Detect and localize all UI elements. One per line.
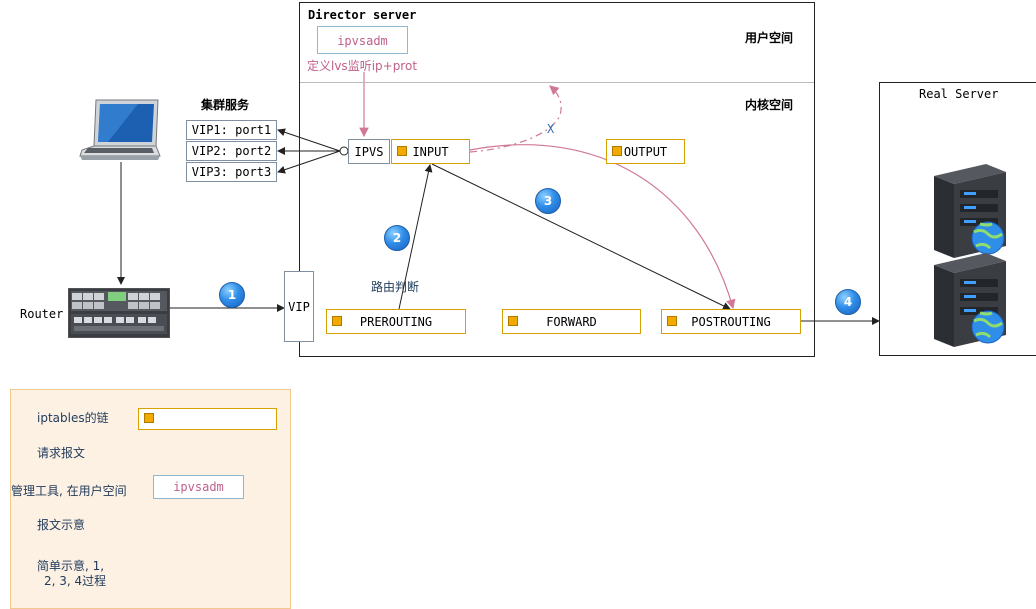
router-icon [68,288,170,338]
user-space-label: 用户空间 [745,31,794,45]
chain-marker-icon [332,316,342,326]
chain-marker-icon [612,146,622,156]
step-badge-4: 4 [835,289,861,315]
vip-box: VIP [284,271,314,342]
real-server-label: Real Server [919,87,999,101]
input-postrouting-arrow [431,163,731,310]
legend-simple-line1: 简单示意, 1, [37,559,105,573]
step-badge-1: 1 [219,282,245,308]
prerouting-input-arrow [398,164,433,310]
chain-postrouting: POSTROUTING [661,309,801,334]
cluster-vip3: VIP3: port3 [186,162,277,182]
chain-marker-icon [144,413,154,423]
real-server-frame [879,82,1036,356]
chain-output: OUTPUT [606,139,685,164]
cluster-vip1: VIP1: port1 [186,120,277,140]
vip-label: VIP [288,300,310,314]
blocked-x-mark: X [547,122,555,136]
ipvs-box: IPVS [348,139,390,164]
legend-tool-box-label: ipvsadm [173,480,224,494]
user-kernel-divider [300,82,814,83]
legend-chain-label: iptables的链 [37,411,109,425]
ipvsadm-note: 定义lvs监听ip+prot [307,59,418,73]
ipvsadm-label: ipvsadm [337,34,388,48]
server-icon [934,253,1006,347]
input-userspace-blocked [469,85,562,153]
director-server-frame [299,2,815,357]
step-badge-3: 3 [535,188,561,214]
cluster-vip2: VIP2: port2 [186,141,277,161]
chain-input: INPUT [391,139,470,164]
chain-input-label: INPUT [412,145,449,159]
chain-prerouting: PREROUTING [326,309,466,334]
legend-chain-sample [138,408,277,430]
server-icon [934,164,1006,258]
director-title: Director server [308,8,417,22]
step-badge-2: 2 [384,225,410,251]
chain-marker-icon [508,316,518,326]
cluster-title: 集群服务 [201,98,250,112]
ipvsadm-box: ipvsadm [317,26,408,54]
legend-request-label: 请求报文 [37,446,86,460]
chain-forward: FORWARD [502,309,641,334]
chain-postrouting-label: POSTROUTING [691,315,771,329]
chain-marker-icon [397,146,407,156]
chain-marker-icon [667,316,677,326]
ipvs-label: IPVS [354,145,384,159]
legend-tool-label: 管理工具, 在用户空间 [11,484,127,498]
chain-output-label: OUTPUT [623,145,668,159]
ipvs-vip1-arrow [277,128,341,152]
legend-tool-box: ipvsadm [153,475,244,499]
laptop-icon [79,99,161,160]
kernel-space-label: 内核空间 [745,98,794,112]
legend-packet-label: 报文示意 [37,518,86,532]
legend-simple-line2: 2, 3, 4过程 [44,574,107,588]
ipvs-vip3-arrow [277,150,341,174]
chain-forward-label: FORWARD [546,315,597,329]
input-postrouting-curve [469,144,736,310]
routing-decision-label: 路由判断 [371,280,420,294]
chain-prerouting-label: PREROUTING [359,315,433,329]
router-label: Router [20,307,64,321]
